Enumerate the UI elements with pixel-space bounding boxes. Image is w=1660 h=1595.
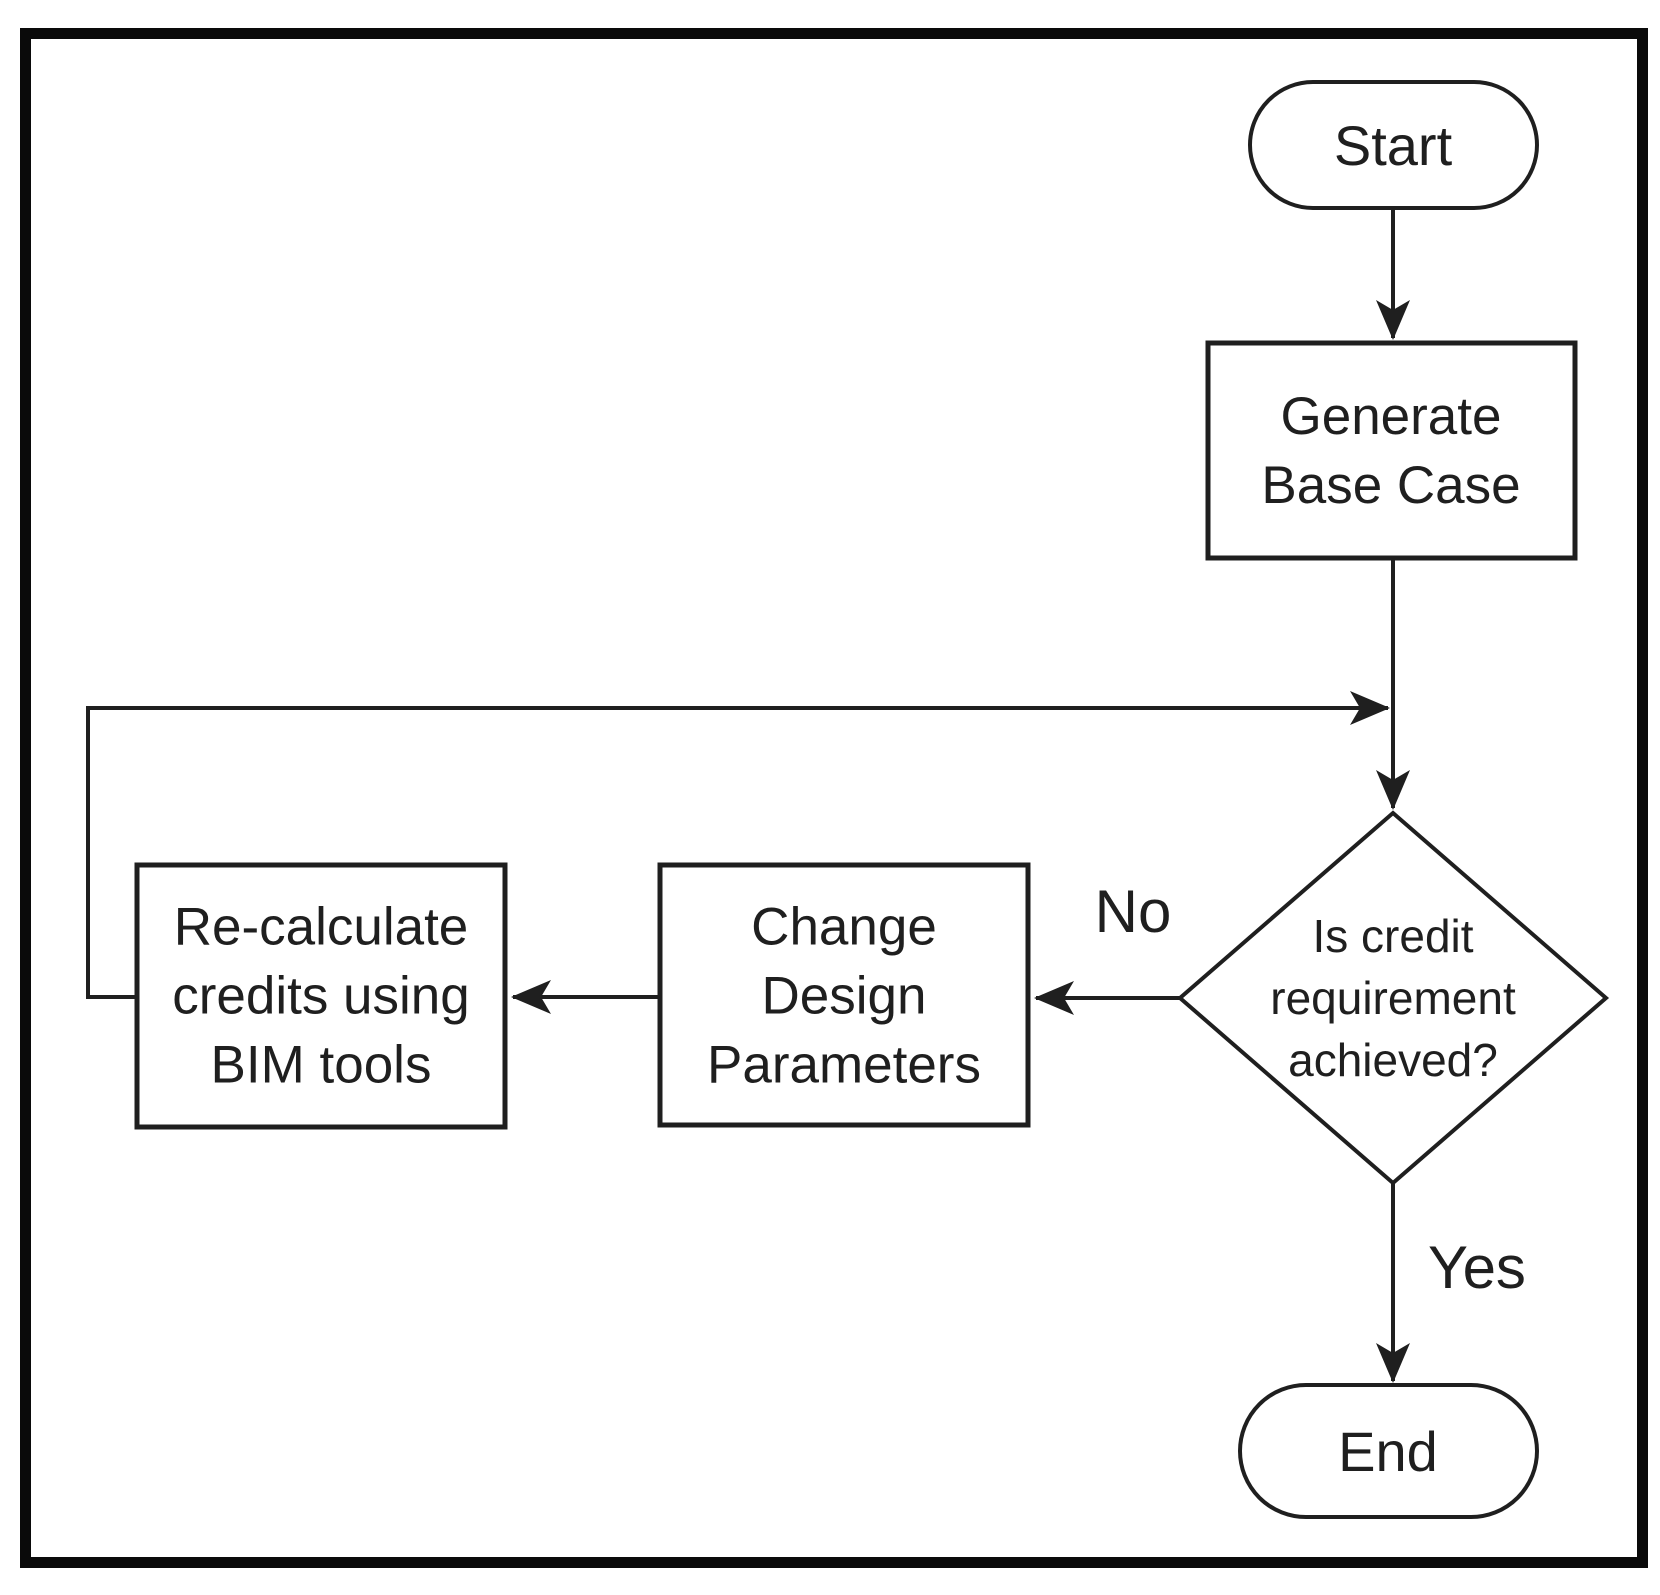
end-node-label: End — [1338, 1420, 1438, 1483]
decision-node-label: Is credit requirement achieved? — [1270, 910, 1516, 1086]
decision-node-shape — [1176, 810, 1610, 1186]
start-node-label: Start — [1333, 114, 1453, 177]
change-node-shape — [657, 862, 1031, 1128]
no-edge-label: No — [1094, 878, 1172, 945]
start-node-shape — [1248, 80, 1539, 210]
outer-border — [20, 28, 1648, 1568]
recalc-node-label: Re-calculate credits using BIM tools — [172, 897, 470, 1095]
yes-edge-label: Yes — [1428, 1234, 1526, 1301]
generate-node-label: Generate Base Case — [1261, 387, 1521, 515]
change-node-label: Change Design Parameters — [707, 897, 981, 1095]
generate-node-shape — [1205, 340, 1578, 561]
recalc-node-shape — [134, 862, 508, 1130]
edge-recalc-loop-back — [86, 691, 1390, 999]
end-node-shape — [1238, 1383, 1539, 1519]
